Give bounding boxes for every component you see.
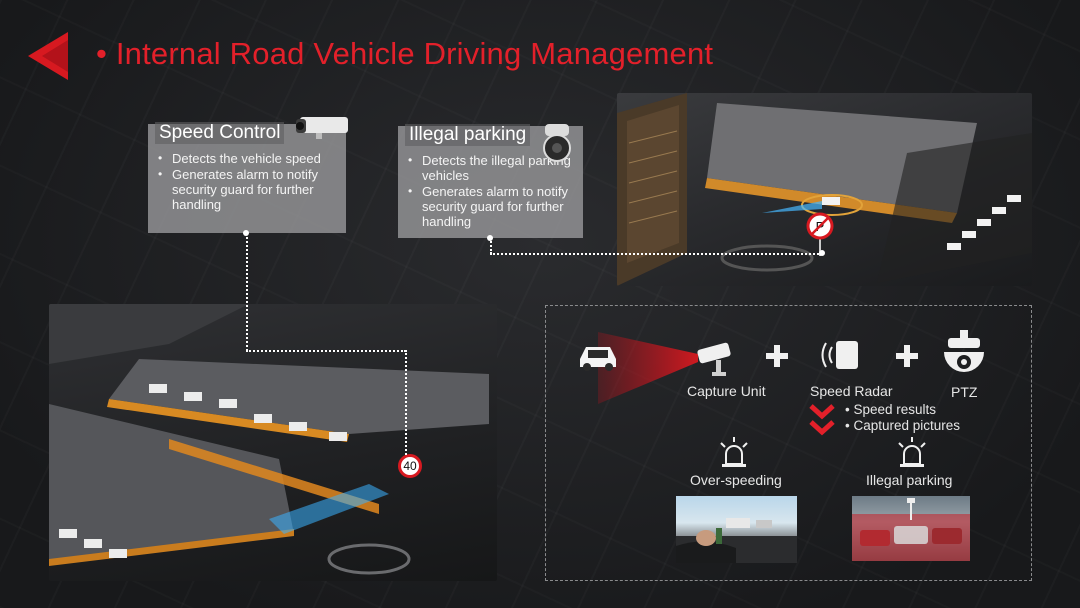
illegal-parking-panel: Illegal parking Detects the illegal park… (398, 124, 583, 238)
alarm-light-icon (898, 437, 926, 467)
no-parking-sign-icon: P (806, 212, 834, 256)
connector-line (490, 253, 822, 255)
speed-control-bullet: Generates alarm to notify security guard… (156, 167, 340, 212)
capture-beam (598, 332, 698, 404)
capture-camera-icon (697, 342, 731, 376)
connector-dot (243, 230, 249, 236)
chevron-down-icon (809, 404, 835, 436)
car-icon (580, 347, 616, 371)
connector-line (405, 350, 407, 455)
result-item: Speed results (845, 402, 960, 418)
radar-icon (821, 341, 858, 369)
ptz-label: PTZ (951, 384, 978, 400)
plus-icon (896, 345, 918, 367)
connector-line (246, 233, 248, 351)
parking-lot-scene (617, 93, 1032, 286)
plus-icon (766, 345, 788, 367)
speed-control-title: Speed Control (155, 122, 285, 144)
result-item: Captured pictures (845, 418, 960, 434)
connector-dot (819, 250, 825, 256)
illegal-parking-title: Illegal parking (405, 124, 531, 146)
bullet-camera-icon (296, 117, 348, 139)
brand-logo-icon (28, 32, 68, 80)
over-speeding-photo (676, 496, 797, 563)
speed-radar-label: Speed Radar (810, 383, 893, 399)
connector-line (246, 350, 406, 352)
speed-control-panel: Speed Control Detects the vehicle speed … (148, 122, 346, 233)
speed-control-bullet: Detects the vehicle speed (156, 151, 340, 166)
capture-unit-label: Capture Unit (687, 383, 766, 399)
ptz-camera-icon (944, 330, 984, 372)
connector-line (490, 238, 492, 254)
illegal-parking-photo (852, 496, 970, 561)
connector-dot (487, 235, 493, 241)
ptz-camera-icon (543, 124, 571, 162)
alarm-light-icon (720, 437, 748, 467)
illegal-parking-bullet: Detects the illegal parking vehicles (406, 153, 577, 183)
road-scene (49, 304, 497, 581)
page-title: • Internal Road Vehicle Driving Manageme… (96, 36, 714, 71)
speed-limit-sign: 40 (398, 454, 422, 478)
result-list: Speed results Captured pictures (845, 402, 960, 434)
over-speeding-label: Over-speeding (690, 472, 782, 488)
workflow-diagram (545, 305, 1032, 581)
illegal-parking-bullet: Generates alarm to notify security guard… (406, 184, 577, 229)
illegal-parking-label: Illegal parking (866, 472, 953, 488)
